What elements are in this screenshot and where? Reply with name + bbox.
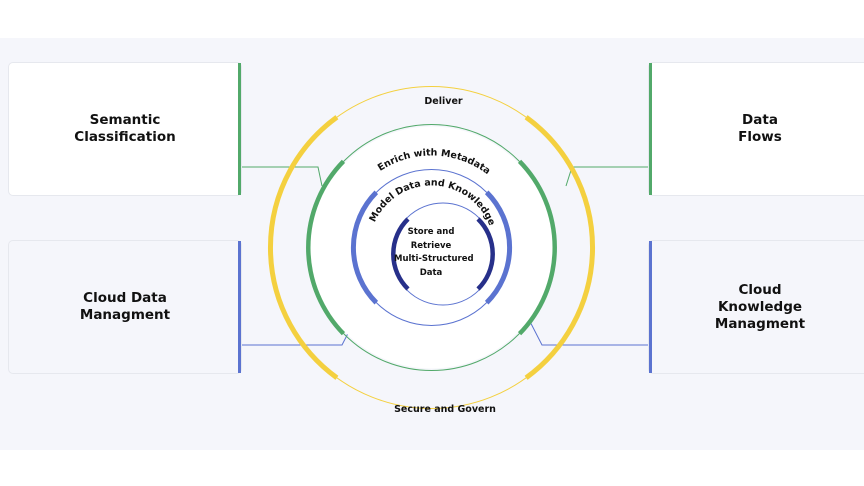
accent-bar <box>238 241 241 373</box>
center-label-line: Store and <box>407 227 455 237</box>
card-title: Cloud Knowledge Managment <box>695 282 825 333</box>
second-ring-arc-right <box>517 159 557 336</box>
third-ring-arc-left <box>350 190 379 305</box>
card-title: Semantic Classification <box>60 112 190 146</box>
data-flows-card: Data Flows <box>648 62 864 196</box>
accent-bar <box>238 63 241 195</box>
center-label: Store and Retrieve Multi-Structured Data <box>394 226 474 280</box>
center-label-line: Data <box>419 267 443 278</box>
card-title: Cloud Data Managment <box>60 290 190 324</box>
cloud-knowledge-management-card: Cloud Knowledge Managment <box>648 240 864 374</box>
inner-disk <box>310 126 553 369</box>
semantic-classification-card: Semantic Classification <box>8 62 242 196</box>
card-title: Data Flows <box>695 112 825 146</box>
inner-ring-arc-right <box>476 217 495 291</box>
center-label-line: Multi-Structured <box>394 254 474 264</box>
inner-ring-arc-left <box>391 217 410 291</box>
accent-bar <box>649 241 652 373</box>
second-ring-arc-left <box>306 159 346 336</box>
secure-and-govern-label: Secure and Govern <box>394 404 496 415</box>
card-title-line: Flows <box>738 129 782 145</box>
card-title-line: Classification <box>74 129 176 145</box>
card-title-line: Data <box>742 112 778 128</box>
third-ring-arc-right <box>484 190 513 305</box>
card-title-line: Semantic <box>89 112 161 128</box>
outer-ring-arc-left <box>268 115 339 380</box>
card-title-line: Cloud Data <box>83 290 167 306</box>
outer-ring-arc-right <box>524 115 595 380</box>
center-label-line: Retrieve <box>410 240 452 251</box>
cloud-data-management-card: Cloud Data Managment <box>8 240 242 374</box>
card-title-line: Cloud Knowledge <box>717 281 803 315</box>
card-title-line: Managment <box>714 315 806 332</box>
deliver-label: Deliver <box>424 96 462 107</box>
card-title-line: Managment <box>79 307 171 323</box>
accent-bar <box>649 63 652 195</box>
connector-line <box>521 305 648 346</box>
connector-line <box>242 166 323 187</box>
